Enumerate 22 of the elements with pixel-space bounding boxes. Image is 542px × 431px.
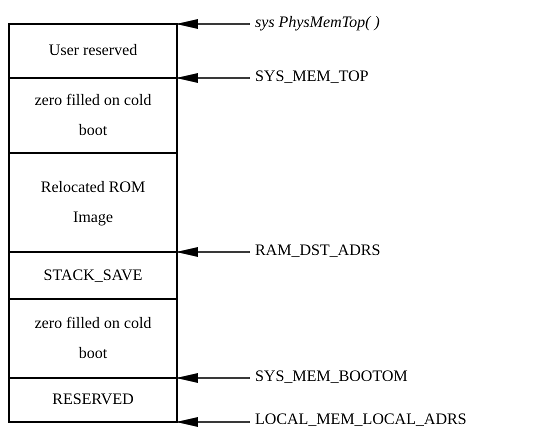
address-label: sys PhysMemTop( ) — [250, 13, 380, 33]
arrow — [176, 73, 250, 83]
region-label: User reserved — [48, 41, 138, 61]
address-label: SYS_MEM_BOOTOM — [250, 367, 408, 387]
address-label: LOCAL_MEM_LOCAL_ADRS — [250, 410, 467, 430]
address-label: RAM_DST_ADRS — [250, 241, 380, 261]
memory-region-box — [8, 23, 178, 79]
region-label: RESERVED — [51, 390, 135, 410]
memory-region-box — [8, 251, 178, 300]
region-label: zero filled on cold boot — [34, 90, 152, 140]
region-label: Relocated ROM Image — [40, 178, 146, 228]
arrow — [176, 373, 250, 383]
arrow — [176, 19, 250, 29]
arrow — [176, 247, 250, 257]
region-label: zero filled on cold boot — [34, 314, 152, 364]
memory-region-box — [8, 77, 178, 154]
arrow — [176, 417, 250, 427]
memory-region-box — [8, 152, 178, 253]
memory-region-box — [8, 298, 178, 379]
region-label: STACK_SAVE — [42, 266, 144, 286]
memory-region-box — [8, 377, 178, 423]
address-label: SYS_MEM_TOP — [250, 67, 369, 87]
